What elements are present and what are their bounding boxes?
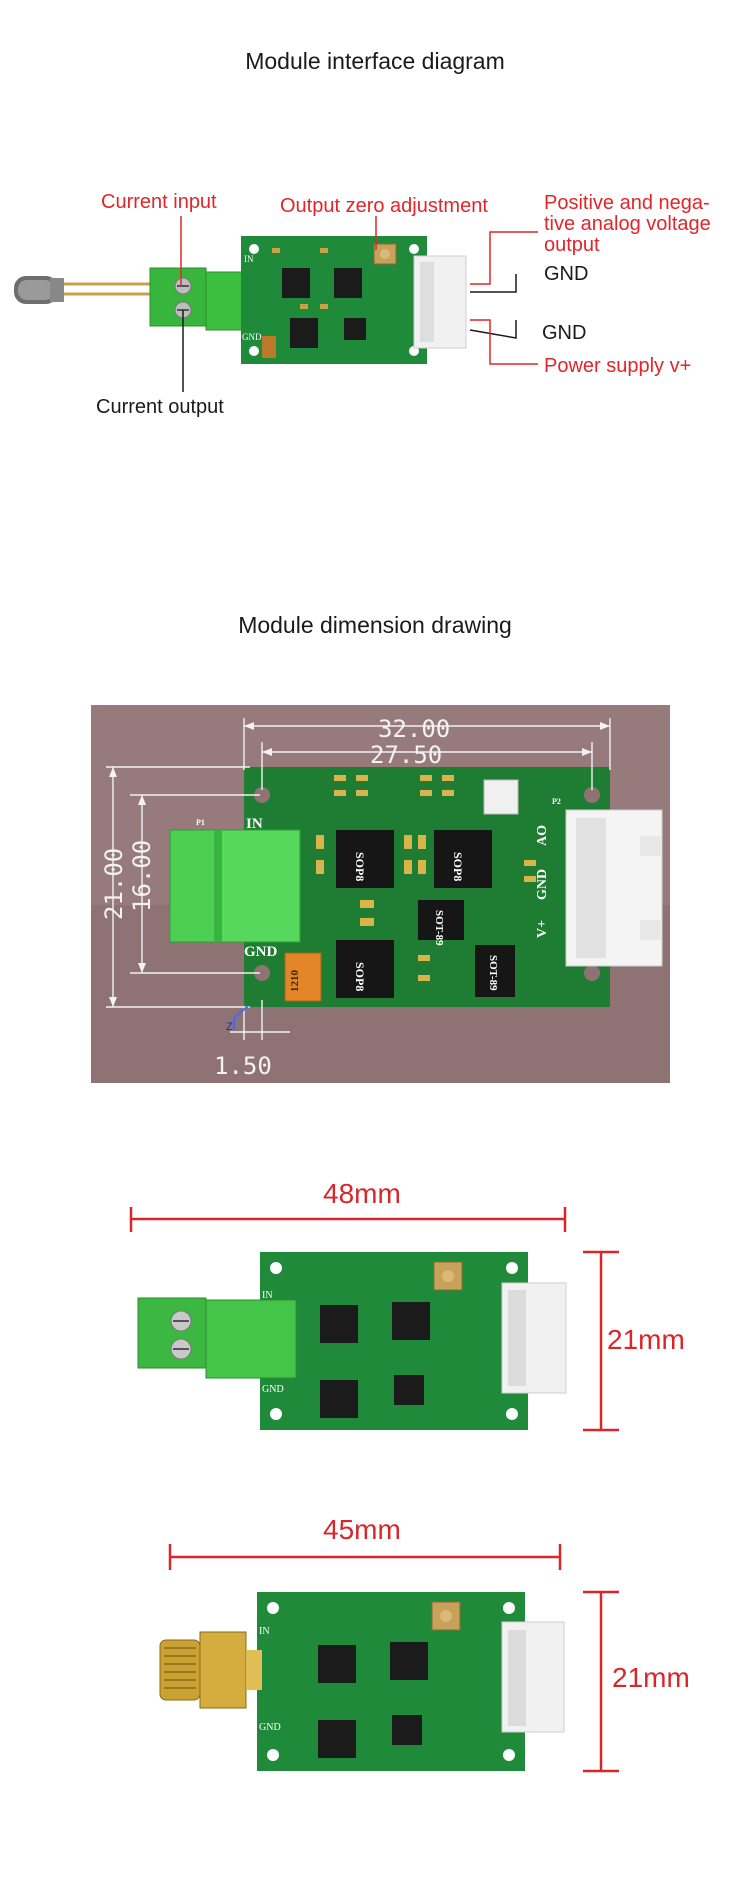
photo1-silk-in: IN bbox=[262, 1290, 273, 1301]
dim-cap-label: 1210 bbox=[289, 970, 301, 993]
photo-45mm: IN GND bbox=[159, 1544, 619, 1773]
axis-z: Z bbox=[226, 1021, 233, 1033]
photo2-silk-gnd: GND bbox=[259, 1722, 281, 1733]
dim-height-inner: 16.00 bbox=[128, 840, 156, 912]
dim-silk-vplus: V+ bbox=[535, 920, 550, 938]
label-pos-neg-output-3: output bbox=[544, 234, 600, 256]
dim-silk-sop8-1: SOP8 bbox=[353, 852, 367, 881]
dim-silk-sot89-1: SOT-89 bbox=[433, 910, 445, 946]
dim-silk-sop8-2: SOP8 bbox=[451, 852, 465, 881]
dim-silk-ao: AO bbox=[535, 825, 550, 846]
dim-height-outer: 21.00 bbox=[100, 848, 128, 920]
dim-silk-gnd-pin: GND bbox=[535, 869, 550, 900]
dimension-drawing-title: Module dimension drawing bbox=[238, 612, 512, 638]
label-current-input: Current input bbox=[101, 191, 217, 213]
silk-in: IN bbox=[244, 254, 254, 264]
annotation-leaders bbox=[180, 216, 538, 392]
dim-silk-p2: P2 bbox=[552, 797, 561, 806]
dim-silk-sop8-3: SOP8 bbox=[353, 962, 367, 991]
photo1-width-label: 48mm bbox=[323, 1178, 401, 1209]
label-gnd-top: GND bbox=[544, 263, 589, 285]
interface-diagram-title: Module interface diagram bbox=[245, 48, 505, 74]
label-power-supply: Power supply v+ bbox=[544, 355, 692, 377]
photo-48mm: IN GND bbox=[129, 1207, 619, 1432]
ir-sensor-probe bbox=[14, 276, 160, 304]
dim-width-outer: 32.00 bbox=[378, 715, 450, 743]
photo2-height-label: 21mm bbox=[612, 1662, 690, 1693]
dim-silk-in: IN bbox=[246, 816, 263, 832]
dim-silk-gnd: GND bbox=[244, 944, 278, 960]
photo1-height-label: 21mm bbox=[607, 1324, 685, 1355]
label-gnd-bottom: GND bbox=[542, 322, 587, 344]
dim-hole-offset: 1.50 bbox=[214, 1052, 272, 1080]
photo2-width-label: 45mm bbox=[323, 1514, 401, 1545]
photo1-silk-gnd: GND bbox=[262, 1384, 284, 1395]
dim-width-inner: 27.50 bbox=[370, 741, 442, 769]
label-output-zero-adjustment: Output zero adjustment bbox=[280, 195, 488, 217]
photo2-silk-in: IN bbox=[259, 1626, 270, 1637]
label-current-output: Current output bbox=[96, 396, 224, 418]
interface-photo: IN GND bbox=[14, 236, 467, 364]
label-pos-neg-output-1: Positive and nega- bbox=[544, 192, 710, 214]
label-pos-neg-output-2: tive analog voltage bbox=[544, 213, 711, 235]
dim-silk-p1: P1 bbox=[196, 818, 205, 827]
dimension-drawing: IN GND P1 P2 SOP8 SOP8 SOP8 SOT-89 SOT-8… bbox=[91, 705, 670, 1083]
dim-silk-sot89-2: SOT-89 bbox=[487, 955, 499, 991]
silk-gnd: GND bbox=[242, 332, 262, 342]
